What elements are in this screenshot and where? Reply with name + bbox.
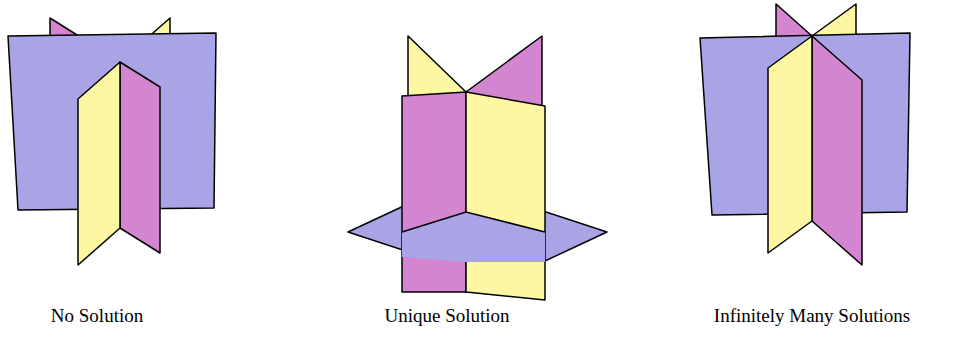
plane-front-half xyxy=(768,36,812,253)
plane-front-half xyxy=(120,62,160,253)
horizontal-plane-cut xyxy=(466,212,545,262)
plane-front-half xyxy=(466,92,545,300)
caption-label: Infinitely Many Solutions xyxy=(714,305,910,327)
infinite-solutions-planes xyxy=(700,4,910,265)
unique-solution-planes xyxy=(348,36,607,300)
plane-front-half xyxy=(812,36,862,265)
plane-front-half xyxy=(402,92,466,292)
horizontal-plane-cut xyxy=(402,212,466,262)
plane-front-half xyxy=(78,62,120,265)
caption-label: Unique Solution xyxy=(384,305,509,327)
plane-intersection-line xyxy=(402,212,545,232)
no-solution-planes xyxy=(8,18,216,265)
caption-label: No Solution xyxy=(51,305,143,327)
